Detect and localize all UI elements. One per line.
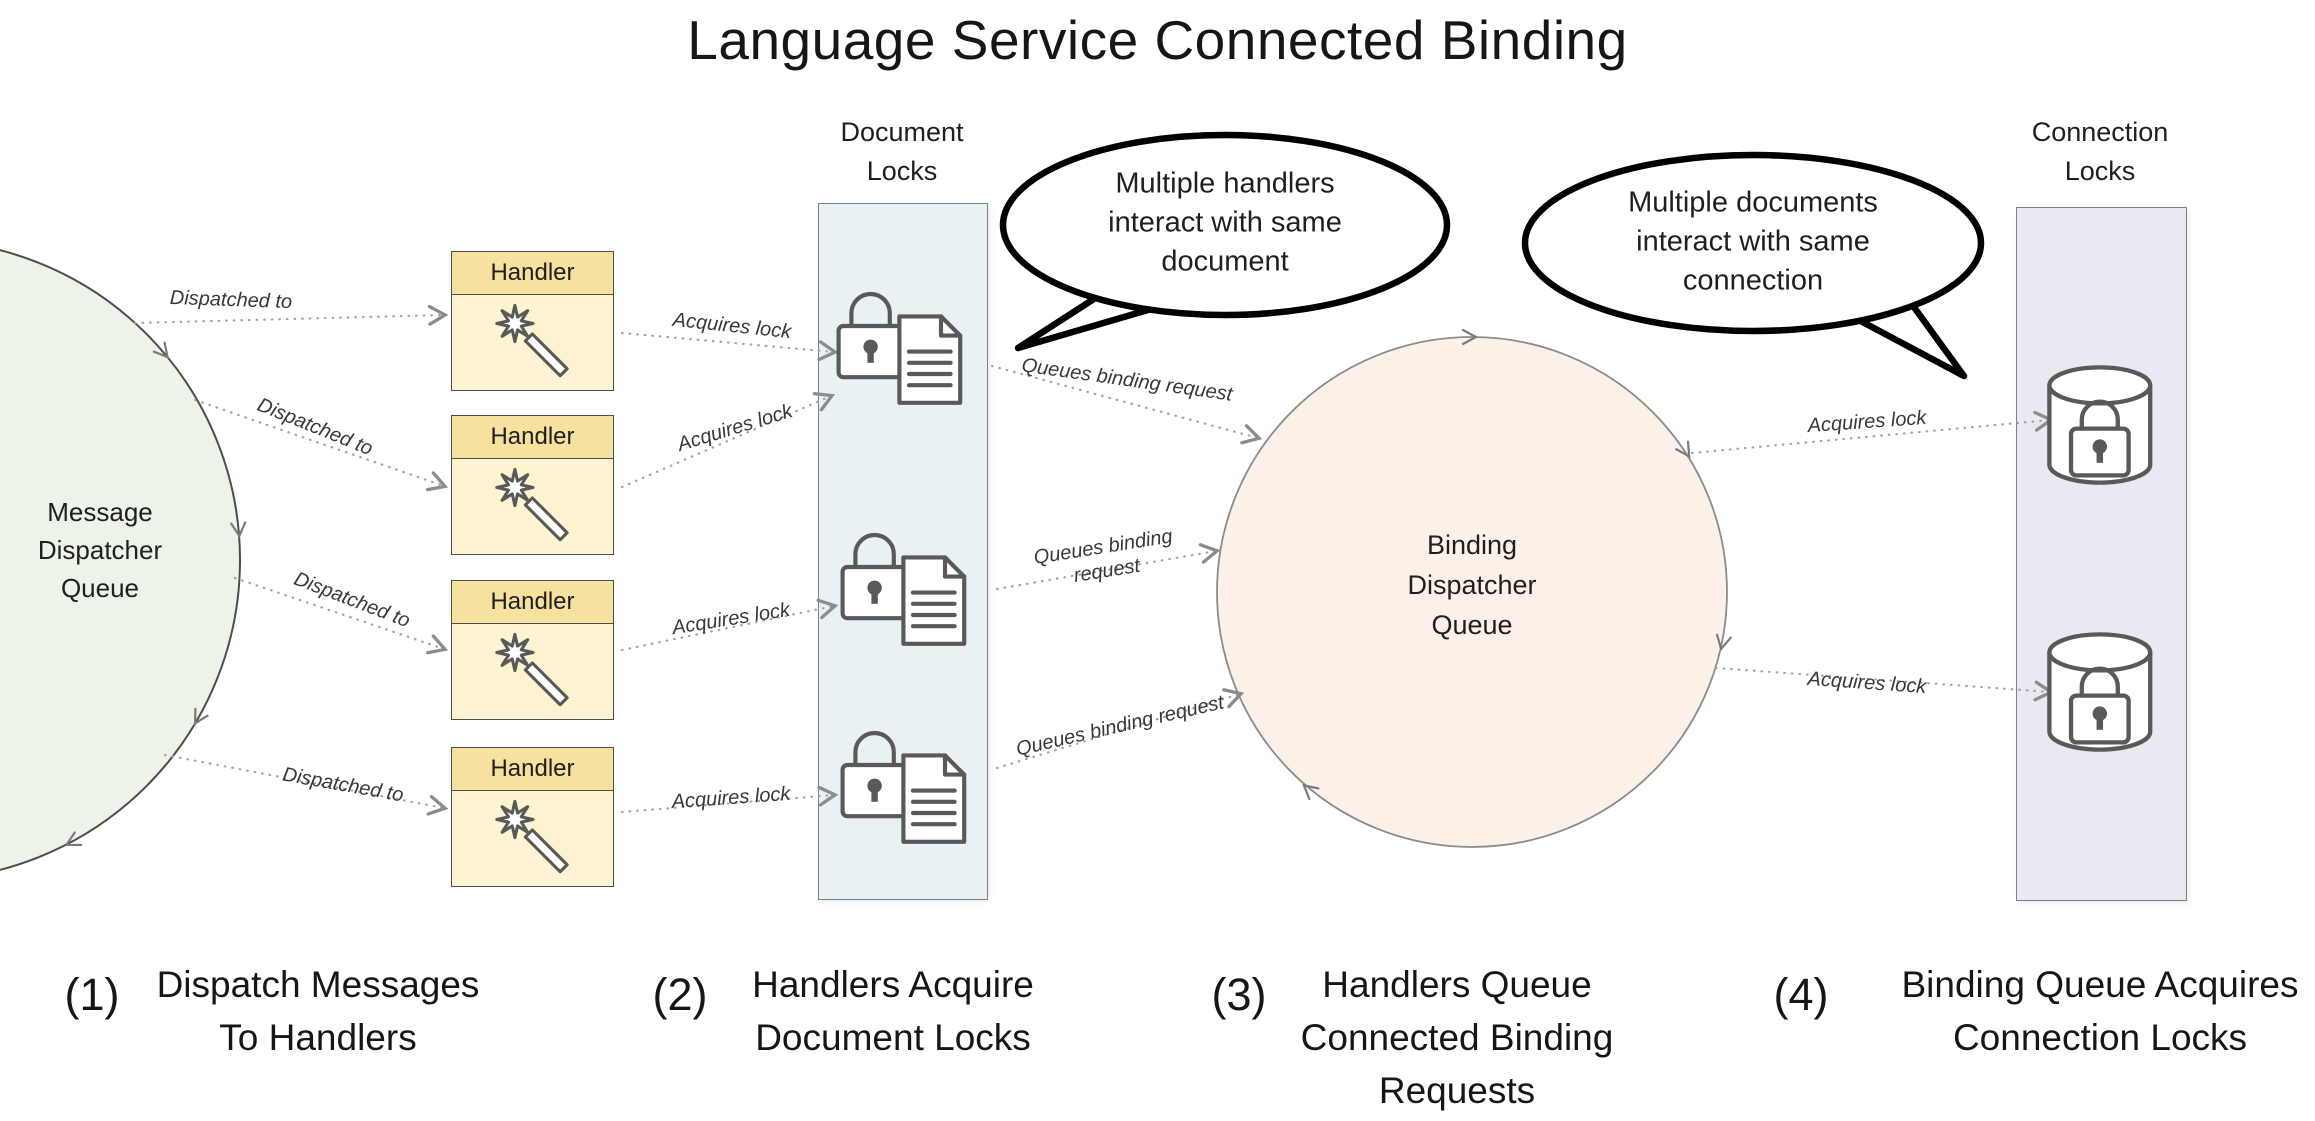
step-3-number: (3) xyxy=(1211,969,1267,1020)
message-dispatcher-queue-label: Message Dispatcher Queue xyxy=(37,497,163,603)
dispatched-to-arrow-1 xyxy=(133,304,449,326)
dispatched-to-arrow-2 xyxy=(193,398,449,492)
edge-label-acquires-lock-1: Acquires lock xyxy=(671,308,793,344)
handler-box-4: Handler xyxy=(451,747,614,887)
handler-title: Handler xyxy=(452,252,613,295)
step-4-caption: Binding Queue Acquires Connection Locks xyxy=(1901,964,2299,1058)
document-locks-header: Document Locks xyxy=(840,117,964,186)
acquire-document-lock-arrows xyxy=(620,331,839,814)
edge-label-queues-binding-request-3: Queues binding request xyxy=(1014,691,1226,761)
step-1-caption: Dispatch Messages To Handlers xyxy=(156,964,480,1058)
callout-documents-text: Multiple documents interact with same co… xyxy=(1628,186,1878,297)
edge-label-acquires-lock-3: Acquires lock xyxy=(670,598,792,640)
magic-wand-icon xyxy=(494,800,569,874)
acquire-connection-lock-arrows xyxy=(1690,410,2055,702)
handler-body xyxy=(452,791,613,887)
edge-label-acquires-connection-lock-1: Acquires lock xyxy=(1806,406,1928,438)
handler-box-3: Handler xyxy=(451,580,614,720)
edge-label-dispatched-to-3: Dispatched to xyxy=(290,567,414,633)
step-1-number: (1) xyxy=(64,969,120,1020)
handler-title: Handler xyxy=(452,416,613,459)
edge-label-dispatched-to-2: Dispatched to xyxy=(254,393,376,461)
edge-label-queues-binding-request-1: Queues binding request xyxy=(1020,354,1234,406)
handler-body xyxy=(452,295,613,391)
connection-locks-header: Connection Locks xyxy=(2031,117,2169,186)
handler-title: Handler xyxy=(452,581,613,624)
callout-handlers-text: Multiple handlers interact with same doc… xyxy=(1108,167,1342,278)
handler-box-1: Handler xyxy=(451,251,614,391)
step-2-number: (2) xyxy=(652,969,708,1020)
step-4-number: (4) xyxy=(1773,969,1829,1020)
document-locks-panel xyxy=(818,203,988,900)
edge-label-acquires-lock-2: Acquires lock xyxy=(674,400,796,456)
magic-wand-icon xyxy=(494,633,569,707)
handler-box-2: Handler xyxy=(451,415,614,555)
step-2-caption: Handlers Acquire Document Locks xyxy=(752,964,1034,1058)
magic-wand-icon xyxy=(494,304,569,378)
handler-body xyxy=(452,459,613,555)
edge-label-queues-binding-request-2: Queues binding request xyxy=(1032,525,1175,587)
callout-tail xyxy=(1836,284,1968,380)
binding-dispatcher-queue-label: Binding Dispatcher Queue xyxy=(1407,530,1537,640)
edge-label-acquires-lock-4: Acquires lock xyxy=(670,782,792,814)
edge-label-dispatched-to-4: Dispatched to xyxy=(280,763,406,807)
edge-label-dispatched-to-1: Dispatched to xyxy=(169,286,293,314)
handler-title: Handler xyxy=(452,748,613,791)
edge-label-acquires-connection-lock-2: Acquires lock xyxy=(1806,667,1928,699)
step-3-caption: Handlers Queue Connected Binding Request… xyxy=(1300,964,1614,1111)
callout-tail xyxy=(1014,291,1169,352)
magic-wand-icon xyxy=(494,468,569,542)
diagram-title: Language Service Connected Binding xyxy=(687,9,1628,71)
handler-body xyxy=(452,624,613,720)
dispatch-arrows xyxy=(133,304,449,816)
connection-locks-panel xyxy=(2016,207,2187,901)
